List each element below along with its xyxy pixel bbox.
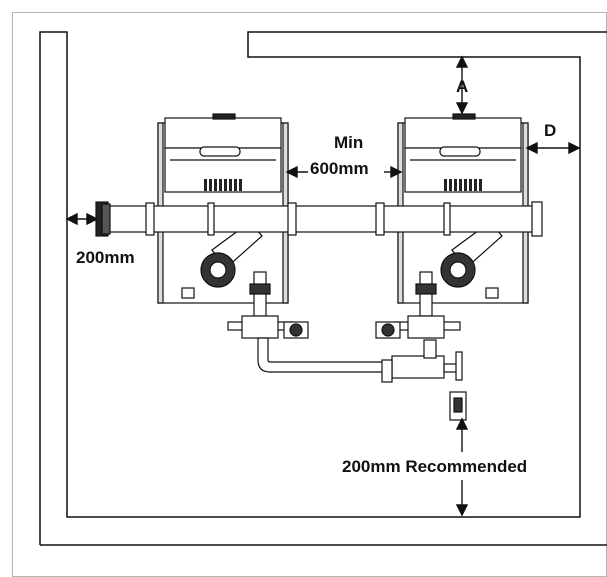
side-clearance-label: 200mm — [76, 248, 135, 267]
header-pipe — [95, 201, 543, 237]
valve-assembly-right — [375, 271, 461, 339]
bottom-clearance-label: 200mm Recommended — [342, 457, 528, 476]
clearance-d-label: D — [544, 121, 557, 140]
vent-grille-left — [204, 179, 242, 191]
connecting-pipework — [257, 337, 467, 421]
vent-grille-right — [444, 179, 482, 191]
room-walls — [39, 31, 607, 546]
clearance-a-label: A — [456, 77, 469, 96]
min-spacing-label: Min — [334, 133, 364, 152]
min-spacing-value-label: 600mm — [310, 159, 369, 178]
dimension-arrows — [65, 55, 581, 517]
